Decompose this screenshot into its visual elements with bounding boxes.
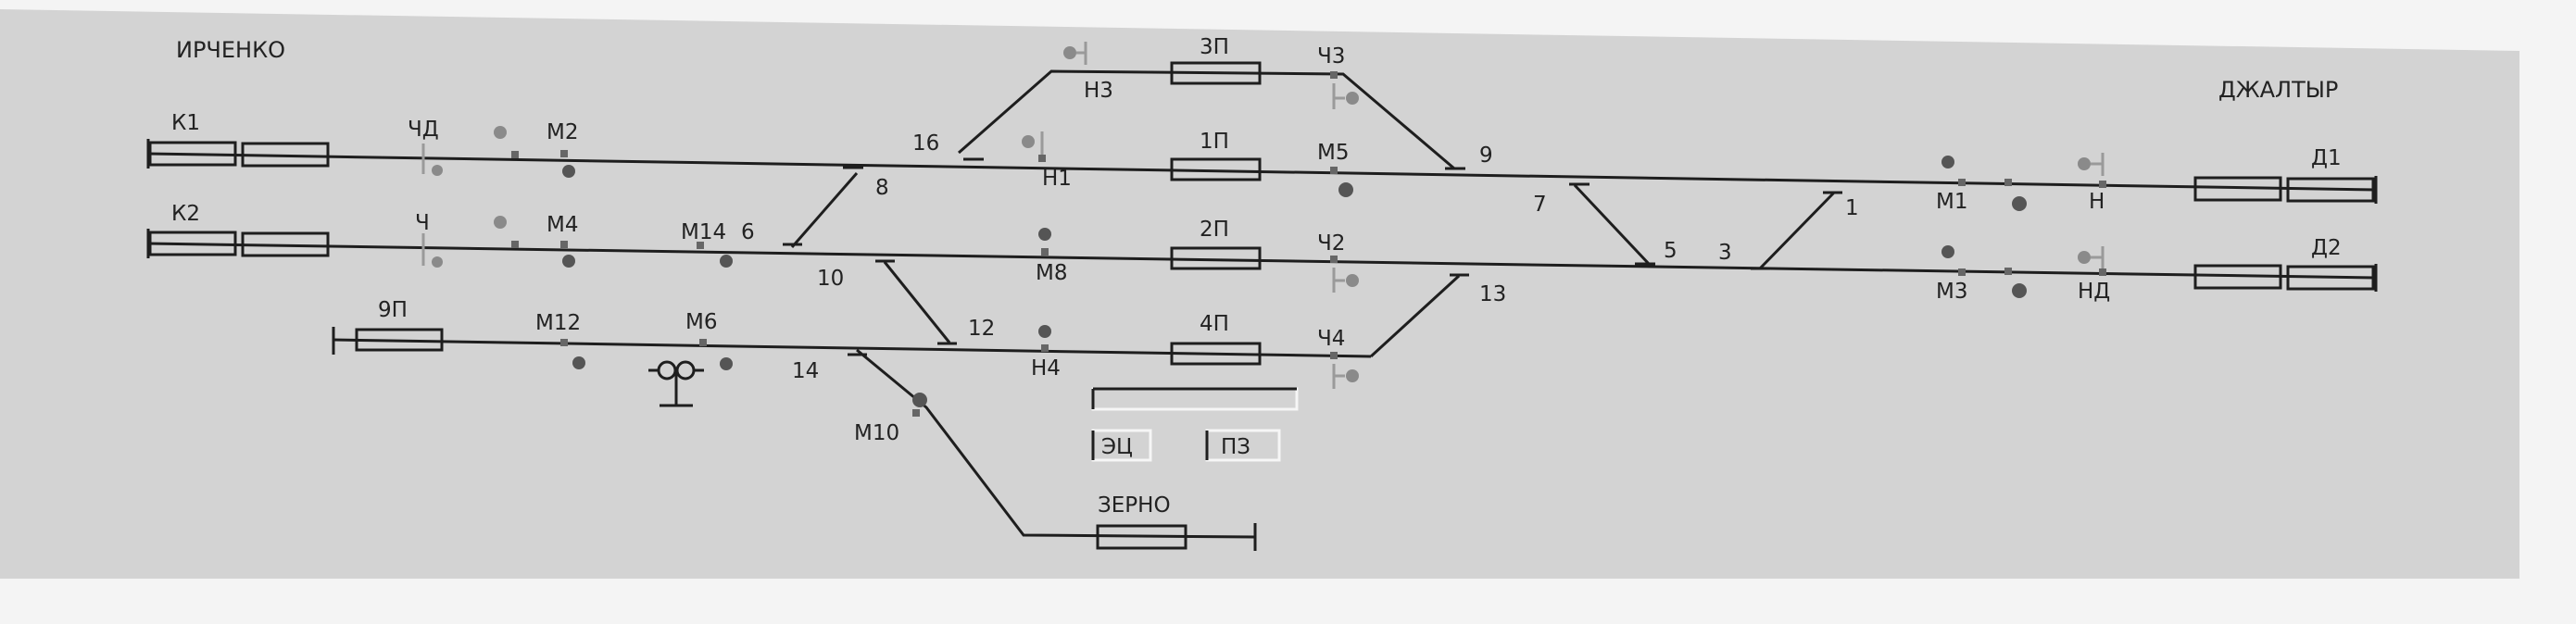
switch-8-label: 8 xyxy=(875,176,889,200)
track-2p-label: 2П xyxy=(1200,218,1229,242)
signal-ch2-icon[interactable] xyxy=(1330,256,1359,293)
crossover-10-12[interactable] xyxy=(883,261,951,343)
signal-m14-label: М14 xyxy=(681,220,726,244)
switch-9-label: 9 xyxy=(1479,144,1493,168)
signal-m5-icon[interactable] xyxy=(1330,167,1353,197)
signals xyxy=(421,42,2106,417)
section-k1-label: К1 xyxy=(171,111,200,135)
signal-chd-icon[interactable] xyxy=(421,144,443,176)
crossover-7-5[interactable] xyxy=(1573,183,1651,266)
signal-n4-icon[interactable] xyxy=(1038,325,1051,352)
signal-m8-label: М8 xyxy=(1036,261,1067,285)
track-1p-label: 1П xyxy=(1200,130,1229,154)
block-d2-a[interactable] xyxy=(2193,264,2282,290)
track-4p-label: 4П xyxy=(1200,312,1229,336)
signal-n1-label: Н1 xyxy=(1042,167,1072,191)
block-d1-b[interactable] xyxy=(2286,177,2375,203)
signal-m3-label: М3 xyxy=(1936,280,1967,304)
switch-16-label: 16 xyxy=(912,131,939,156)
block-k1-a[interactable] xyxy=(148,141,237,167)
switch-3-label: 3 xyxy=(1718,241,1732,265)
signal-nd-label: НД xyxy=(2078,280,2110,304)
panel-background xyxy=(0,9,2519,579)
block-1p[interactable] xyxy=(1170,157,1262,181)
signal-ch3-icon[interactable] xyxy=(1330,71,1359,109)
signal-n3-icon[interactable] xyxy=(1063,42,1087,65)
track-4[interactable] xyxy=(333,338,1372,358)
signal-m12-icon[interactable] xyxy=(560,339,585,369)
signal-m8-icon[interactable] xyxy=(1038,228,1051,256)
block-d2-b[interactable] xyxy=(2286,265,2375,291)
switch-7-label: 7 xyxy=(1533,193,1547,217)
signal-ch4-label: Ч4 xyxy=(1317,327,1345,351)
signal-m12-label: М12 xyxy=(535,311,581,335)
block-9p[interactable] xyxy=(355,328,444,352)
block-2p[interactable] xyxy=(1170,246,1262,270)
station-left-label: ИРЧЕНКО xyxy=(176,37,285,63)
switch-10-label: 10 xyxy=(817,267,844,291)
switch-1-label: 1 xyxy=(1845,196,1859,220)
track-zerno-label: ЗЕРНО xyxy=(1098,493,1171,518)
block-d1-a[interactable] xyxy=(2193,176,2282,202)
block-sections xyxy=(148,61,2375,550)
control-panel: ЭЦ ПЗ xyxy=(1091,387,1299,462)
switch-6-label: 6 xyxy=(741,220,755,244)
signal-ch2-label: Ч2 xyxy=(1317,231,1345,256)
switch-14-label: 14 xyxy=(792,359,819,383)
block-3p[interactable] xyxy=(1170,61,1262,85)
signal-m1-icon[interactable] xyxy=(1941,156,1966,186)
pz-button-label: ПЗ xyxy=(1221,435,1250,459)
switch-13-label: 13 xyxy=(1479,282,1506,306)
signal-n-label: Н xyxy=(2089,190,2105,214)
signal-m10-icon[interactable] xyxy=(912,393,927,417)
signal-ch3-label: Ч3 xyxy=(1317,44,1345,69)
track-3[interactable] xyxy=(958,69,1455,170)
ec-button[interactable]: ЭЦ xyxy=(1091,429,1152,462)
signal-m2-label: М2 xyxy=(547,120,578,144)
block-k1-b[interactable] xyxy=(241,142,330,168)
signal-m14-icon[interactable] xyxy=(697,242,733,268)
signal-m4-icon[interactable] xyxy=(494,216,575,268)
connection-13[interactable] xyxy=(1369,274,1461,358)
track-9p-label: 9П xyxy=(378,298,408,322)
signal-m2-icon[interactable] xyxy=(494,126,575,178)
block-k2-b[interactable] xyxy=(241,231,330,257)
crossover-8-6[interactable] xyxy=(790,172,859,248)
signal-n-icon[interactable] xyxy=(2004,153,2106,211)
track-3p-label: 3П xyxy=(1200,35,1229,59)
signal-ch-label: Ч xyxy=(415,211,430,235)
block-zerno[interactable] xyxy=(1096,524,1187,550)
signal-ch4-icon[interactable] xyxy=(1330,352,1359,389)
signal-m10-label: М10 xyxy=(854,421,899,445)
switch-12-label: 12 xyxy=(968,317,995,341)
signal-n3-label: Н3 xyxy=(1084,79,1113,103)
signal-m1-label: М1 xyxy=(1936,190,1967,214)
block-k2-a[interactable] xyxy=(148,231,237,256)
switch-5-label: 5 xyxy=(1664,239,1678,263)
signal-m4-label: М4 xyxy=(547,213,578,237)
signal-ch-icon[interactable] xyxy=(421,233,443,268)
signal-n4-label: Н4 xyxy=(1031,356,1061,381)
pz-button[interactable]: ПЗ xyxy=(1205,429,1281,462)
signal-nd-icon[interactable] xyxy=(2004,246,2106,298)
section-d2-label: Д2 xyxy=(2311,236,2342,260)
section-k2-label: К2 xyxy=(171,202,200,226)
ec-button-label: ЭЦ xyxy=(1101,435,1133,459)
signal-m6-label: М6 xyxy=(685,310,717,334)
station-right-label: ДЖАЛТЫР xyxy=(2218,77,2338,103)
signal-m5-label: М5 xyxy=(1317,141,1349,165)
section-d1-label: Д1 xyxy=(2311,146,2342,170)
signal-m3-icon[interactable] xyxy=(1941,245,1966,276)
signal-n1-icon[interactable] xyxy=(1022,131,1046,162)
block-4p[interactable] xyxy=(1170,342,1262,366)
signal-chd-label: ЧД xyxy=(408,118,439,142)
crossover-1-3[interactable] xyxy=(1758,191,1836,270)
labels: ИРЧЕНКО ДЖАЛТЫР К1 К2 Д1 Д2 3П 1П 2П 4П … xyxy=(171,35,2342,518)
track-zerno-branch[interactable] xyxy=(856,348,1256,539)
signal-m6-icon[interactable] xyxy=(648,339,733,407)
